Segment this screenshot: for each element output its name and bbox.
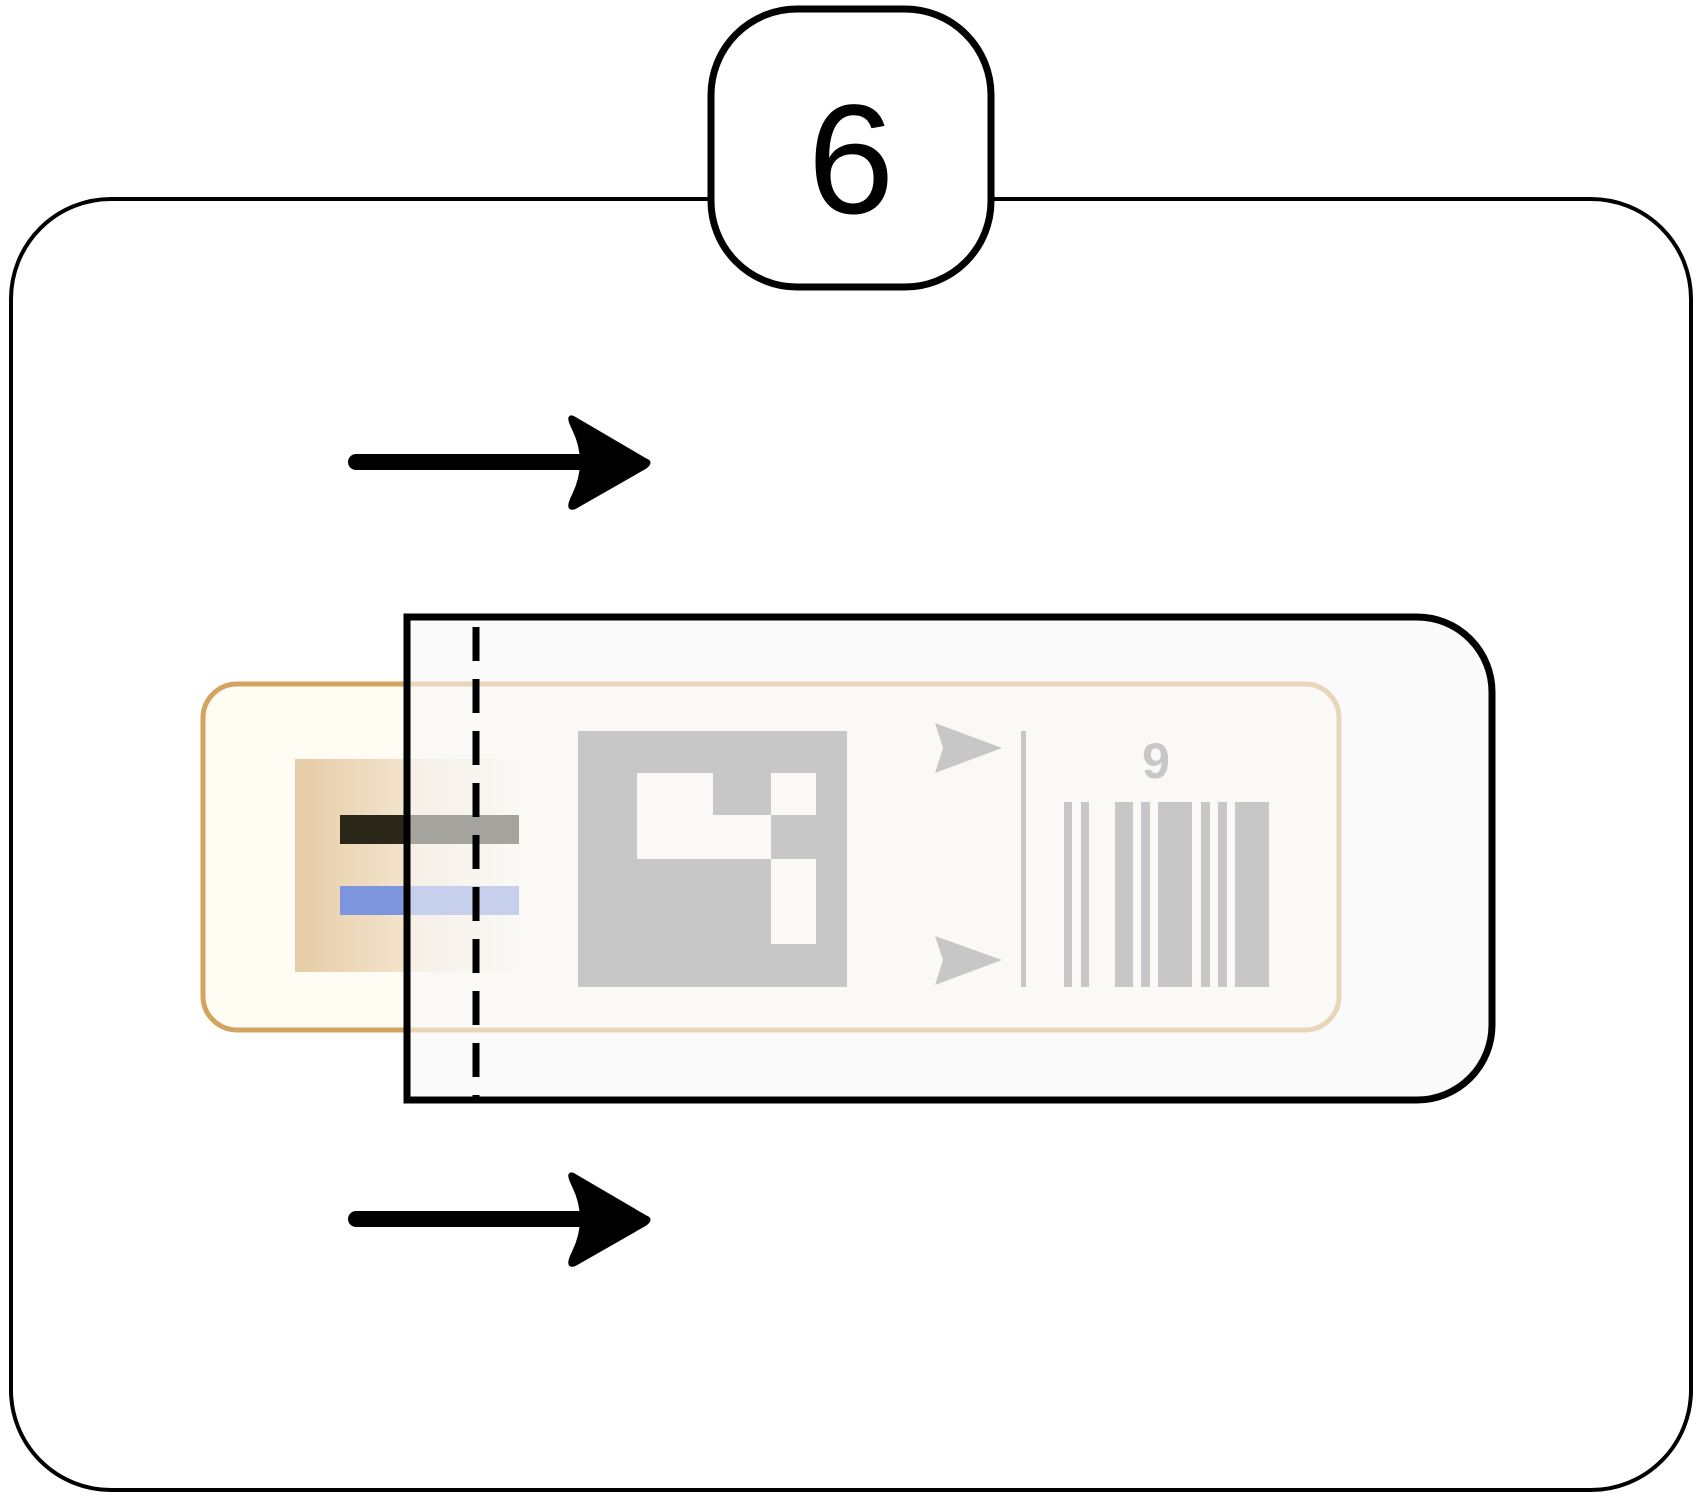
step-number: 6 bbox=[808, 73, 895, 247]
arrow-right-icon bbox=[348, 1172, 651, 1267]
step-badge: 6 bbox=[707, 5, 995, 291]
arrow-right-icon bbox=[348, 415, 651, 510]
card-holder bbox=[403, 613, 1496, 1104]
